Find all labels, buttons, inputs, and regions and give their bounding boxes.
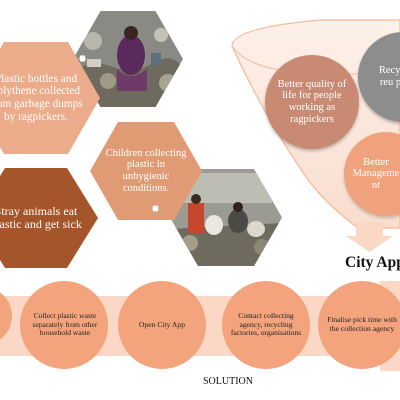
hex-children-text: Children collecting plastic in unhygieni…: [90, 122, 202, 220]
hex-plastic-bottles-label: Plastic bottles and polythene collected …: [0, 72, 83, 123]
funnel-circle-recycling-text: Recyc reu pl: [378, 65, 400, 88]
solution-step-circle: [118, 281, 206, 369]
solution-step-4: Finalise pick time with the collection a…: [327, 315, 397, 333]
funnel-title: City App: [345, 254, 400, 271]
funnel-circle-quality-of-life: Better quality of life for people workin…: [265, 55, 359, 149]
solution-step-circle: [20, 281, 108, 369]
connector-dot: [152, 205, 159, 212]
hex-children-label: Children collecting plastic in unhygieni…: [105, 147, 187, 194]
solution-step-3: Contact collecting agency, recycling fac…: [230, 310, 302, 338]
hex-plastic-bottles-text: Plastic bottles and polythene collected …: [0, 42, 100, 154]
hex-stray-animals-label: Stray animals eat plastic and get sick: [0, 203, 82, 231]
connector-dot: [79, 55, 86, 62]
funnel-circle-management-text: Better Manageme nt: [352, 156, 400, 191]
solution-step-circle: [318, 281, 400, 369]
solution-step-circle: [222, 281, 310, 369]
hex-stray-animals-text: Stray animals eat plastic and get sick: [0, 168, 98, 268]
solution-step-2: Open City App: [139, 319, 185, 329]
funnel-arrow: [346, 222, 393, 252]
solution-step-1: Collect plastic waste separately from ot…: [32, 310, 98, 338]
solution-label: SOLUTION: [203, 376, 253, 387]
funnel-circle-quality-of-life-text: Better quality of life for people workin…: [277, 78, 347, 125]
